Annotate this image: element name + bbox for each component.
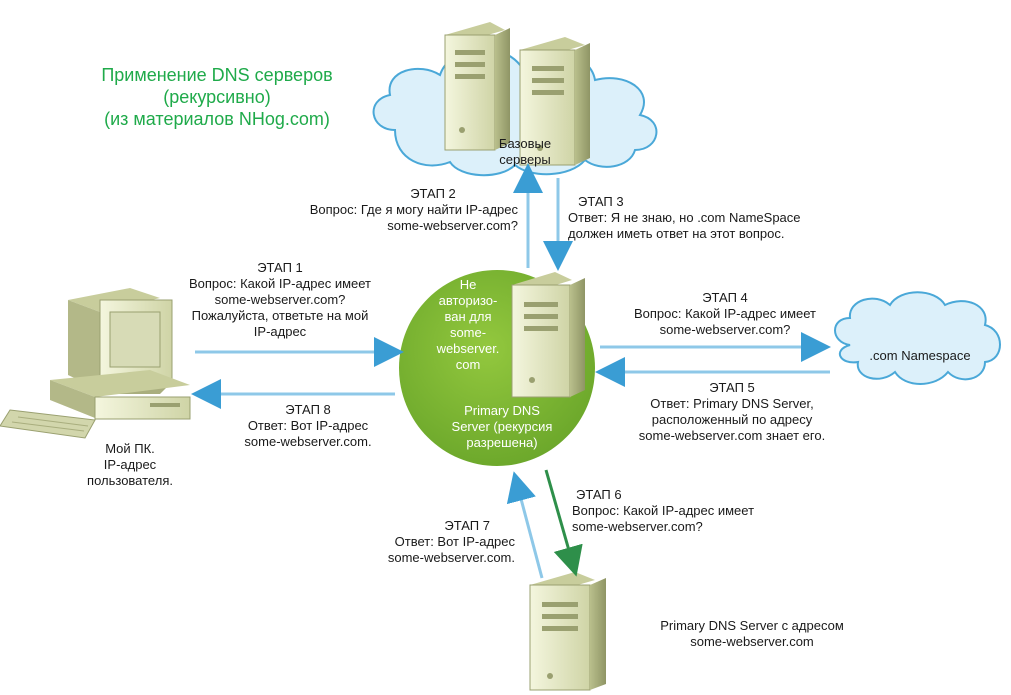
- step3-text: ЭТАП 3 Ответ: Я не знаю, но .com NameSpa…: [568, 194, 801, 241]
- diagram-title: Применение DNS серверов (рекурсивно) (из…: [101, 65, 333, 129]
- pc-label: Мой ПК. IP-адрес пользователя.: [87, 441, 173, 488]
- root-servers-label: Базовые серверы: [498, 136, 552, 167]
- circle-primary-dns-text: Primary DNS Server (рекурсия разрешена): [451, 403, 553, 450]
- step7-text: ЭТАП 7 Ответ: Вот IP-адрес some-webserve…: [387, 518, 515, 565]
- target-dns-server-icon: [529, 572, 606, 691]
- arrow-step6: [544, 469, 583, 577]
- circle-not-authoritative-text: Не авторизо- ван для some- webserver. co…: [436, 277, 500, 372]
- target-server-label: Primary DNS Server с адресом some-webser…: [660, 618, 844, 649]
- step4-text: ЭТАП 4 Вопрос: Какой IP-адрес имеет some…: [633, 290, 817, 337]
- step6-text: ЭТАП 6 Вопрос: Какой IP-адрес имеет some…: [572, 487, 755, 534]
- user-pc-icon: [0, 288, 191, 439]
- step5-text: ЭТАП 5 Ответ: Primary DNS Server, распол…: [638, 380, 826, 443]
- com-namespace-cloud: [834, 291, 1001, 385]
- root-server-left-icon: [444, 22, 510, 151]
- com-namespace-label: .com Namespace: [869, 348, 971, 363]
- step8-text: ЭТАП 8 Ответ: Вот IP-адрес some-webserve…: [244, 402, 372, 449]
- step2-text: ЭТАП 2 Вопрос: Где я могу найти IP-адрес…: [309, 186, 518, 233]
- arrow-step7: [506, 471, 544, 579]
- central-dns-server-icon: [511, 272, 585, 398]
- root-server-right-icon: [519, 37, 590, 166]
- step1-text: ЭТАП 1 Вопрос: Какой IP-адрес имеет some…: [188, 260, 372, 339]
